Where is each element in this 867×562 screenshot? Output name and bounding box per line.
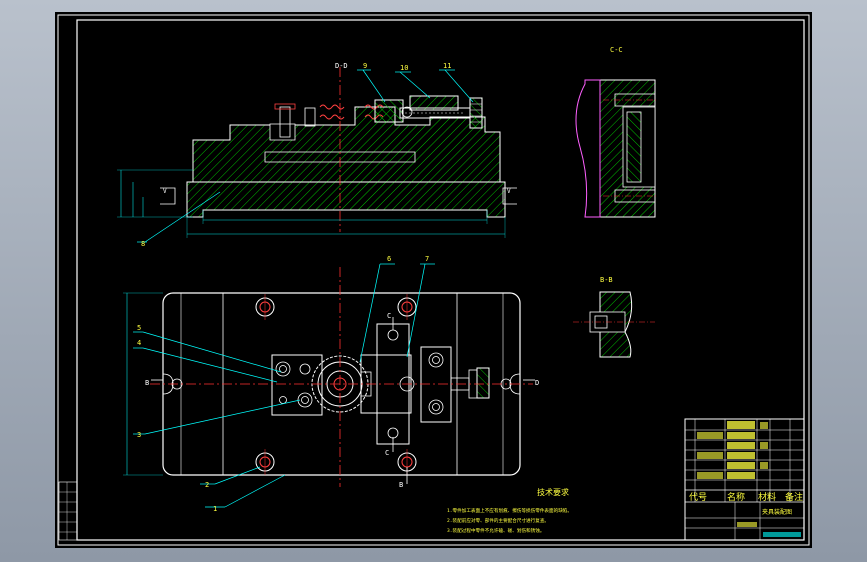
header-code: 代号 [689,492,707,503]
drawing-title: 夹具装配图 [762,508,792,516]
svg-text:V: V [163,188,167,195]
part-label-2: 2 [205,481,209,489]
label-section-cc: C-C [610,46,623,54]
part-label-8: 8 [141,240,145,248]
label-section-bb: B-B [600,276,613,284]
section-bb-view [573,291,655,358]
arrow-label-c-top: C [387,312,391,320]
part-label-9: 9 [363,62,367,70]
labels: C-C B-B D-D 1 2 3 4 5 6 7 8 9 10 11 B B … [137,46,623,513]
notes-title: 技术要求 [537,487,569,497]
header-remark: 备注 [785,491,803,503]
part-label-3: 3 [137,431,141,439]
arrow-label-c-bottom: C [385,449,389,457]
label-section-dd: D-D [335,62,348,70]
part-label-11: 11 [443,62,451,70]
inner-frame [76,19,805,541]
arrow-label-d-right: D [535,379,539,387]
note-line-1: 1.零件加工表面上不应有划痕、擦伤等损伤零件表面的缺陷。 [447,507,572,514]
header-name: 名称 [727,491,745,503]
part-label-10: 10 [400,64,408,72]
section-cc-view [575,79,657,218]
note-line-3: 3.装配过程中零件不允许磕、碰、划伤和锈蚀。 [447,527,544,534]
cad-drawing-canvas: V V [55,12,812,548]
plan-view [123,263,535,508]
binding-strip [58,481,78,541]
note-line-2: 2.装配前应对零、部件的主要配合尺寸进行复查。 [447,517,549,524]
part-label-6: 6 [387,255,391,263]
part-label-5: 5 [137,324,141,332]
drawing-svg: V V [57,14,810,546]
technical-notes: 技术要求 1.零件加工表面上不应有划痕、擦伤等损伤零件表面的缺陷。 2.装配前应… [447,487,572,534]
part-label-4: 4 [137,339,141,347]
part-label-7: 7 [425,255,429,263]
svg-text:V: V [507,188,511,195]
front-section-view: V V [117,67,517,243]
arrow-label-b-bottom: B [399,481,403,489]
header-material: 材料 [758,491,776,503]
arrow-label-b-left: B [145,379,149,387]
title-block: 代号 名称 材料 备注 夹具装配图 [684,418,805,541]
outer-frame [57,14,810,546]
part-label-1: 1 [213,505,217,513]
